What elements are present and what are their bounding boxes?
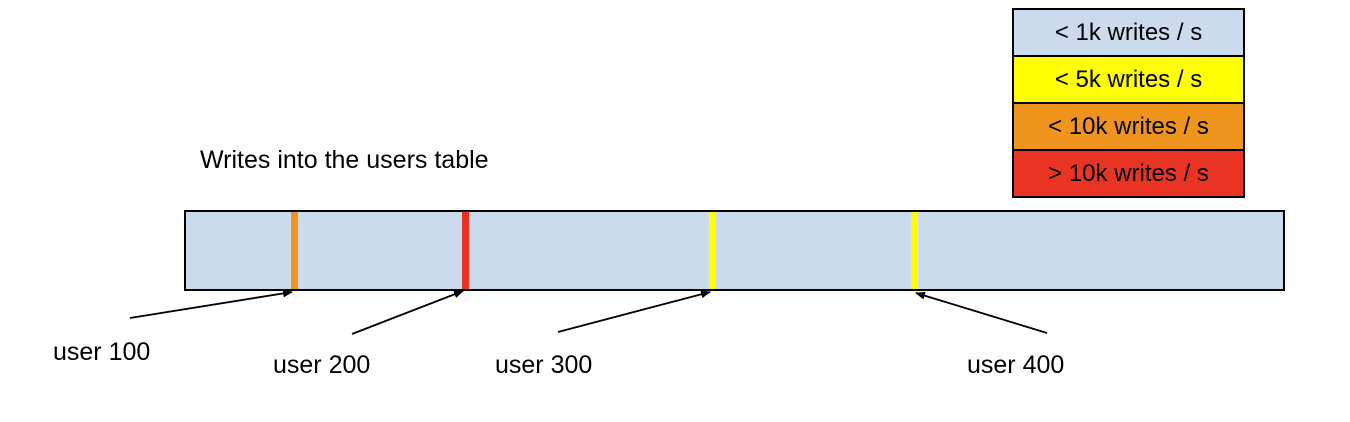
marker-user-400 (911, 212, 918, 289)
legend-item-lt1k: < 1k writes / s (1014, 10, 1243, 57)
marker-user-300 (709, 212, 716, 289)
label-user-300: user 300 (495, 351, 593, 379)
arrow-user-200 (351, 290, 464, 335)
label-user-400: user 400 (967, 351, 1065, 379)
legend-item-lt10k: < 10k writes / s (1014, 104, 1243, 151)
users-table-bar (184, 210, 1285, 291)
arrow-user-300 (557, 290, 711, 333)
legend: < 1k writes / s < 5k writes / s < 10k wr… (1012, 8, 1245, 198)
page-title: Writes into the users table (200, 146, 489, 174)
legend-item-gt10k: > 10k writes / s (1014, 151, 1243, 196)
marker-user-200 (462, 212, 469, 289)
legend-item-lt5k: < 5k writes / s (1014, 57, 1243, 104)
marker-user-100 (291, 212, 298, 289)
arrow-user-400 (915, 291, 1048, 334)
label-user-200: user 200 (273, 351, 371, 379)
label-user-100: user 100 (53, 338, 151, 366)
arrow-user-100 (129, 289, 293, 319)
